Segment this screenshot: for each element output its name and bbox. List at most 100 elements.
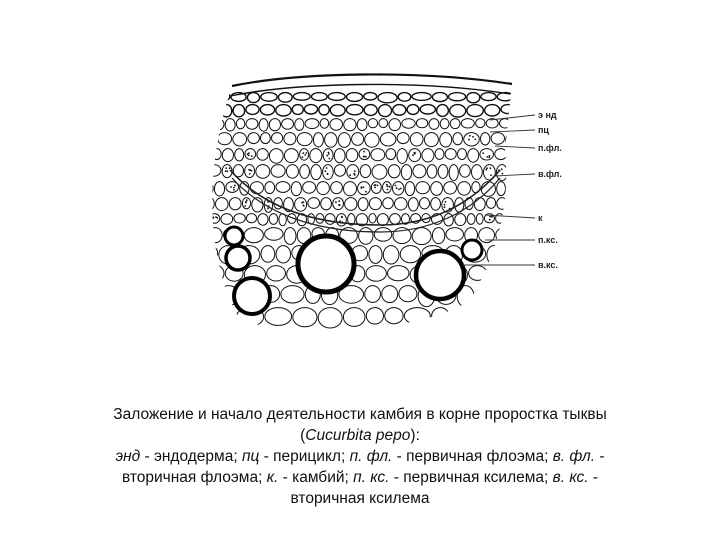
cell-granule bbox=[267, 207, 269, 210]
tissue-cell bbox=[411, 227, 432, 246]
cell-granule bbox=[327, 151, 330, 154]
abbr-primary-phloem: п. фл. bbox=[349, 448, 393, 465]
leader-lines bbox=[462, 114, 536, 266]
tissue-cell bbox=[338, 285, 365, 304]
tissue-cell bbox=[496, 181, 507, 197]
cell-granule bbox=[517, 218, 519, 220]
tissue-cell bbox=[365, 265, 387, 282]
tissue-cell bbox=[363, 91, 378, 101]
tissue-cell bbox=[356, 118, 368, 132]
tissue-cell bbox=[373, 227, 393, 242]
tissue-cell bbox=[392, 181, 405, 196]
cell-granule bbox=[341, 216, 343, 219]
tissue-cell bbox=[520, 149, 532, 160]
tissue-cell bbox=[275, 181, 291, 193]
cell-granule bbox=[472, 136, 474, 138]
tissue-cell bbox=[385, 148, 397, 161]
tissue-cell bbox=[439, 132, 453, 148]
tissue-cell bbox=[443, 181, 458, 195]
cell-granule bbox=[339, 220, 341, 223]
cell-granule bbox=[509, 185, 512, 187]
tissue-cell bbox=[233, 213, 246, 224]
tissue-cell bbox=[478, 227, 496, 244]
tissue-cell bbox=[310, 91, 328, 102]
caption-line-2: (Cucurbita pepo): bbox=[40, 425, 680, 446]
cell-granule bbox=[305, 152, 308, 154]
tissue-cell bbox=[225, 181, 239, 193]
tissue-cell bbox=[499, 118, 511, 129]
tissue-cell bbox=[330, 181, 343, 195]
tissue-cell bbox=[212, 181, 214, 196]
tissue-cell bbox=[245, 118, 259, 130]
cell-granule bbox=[216, 217, 219, 219]
tissue-cell bbox=[355, 213, 369, 227]
tissue-cell bbox=[260, 132, 271, 145]
tissue-cell bbox=[283, 197, 294, 213]
cell-granule bbox=[326, 172, 329, 175]
tissue-cell bbox=[221, 148, 234, 163]
def-secondary-phloem-dash: - bbox=[595, 448, 605, 465]
tissue-cell bbox=[264, 307, 293, 326]
tissue-cell bbox=[483, 103, 501, 117]
tissue-cell bbox=[235, 118, 246, 130]
tissue-cell bbox=[201, 214, 209, 224]
tissue-cell bbox=[486, 197, 497, 209]
section-outline bbox=[231, 73, 513, 88]
abbr-secondary-xylem: в. кс. bbox=[552, 469, 589, 486]
def-cambium: - камбий; bbox=[278, 469, 354, 486]
cell-granule bbox=[501, 172, 504, 175]
tissue-cell bbox=[377, 91, 398, 104]
tissue-cell bbox=[329, 103, 346, 117]
tissue-cell bbox=[428, 118, 440, 130]
tissue-cell bbox=[480, 91, 497, 102]
tissue-cell bbox=[309, 148, 323, 164]
tissue-cell bbox=[487, 265, 510, 282]
tissue-cell bbox=[316, 181, 330, 196]
tissue-cell bbox=[285, 164, 299, 179]
tissue-cell bbox=[266, 265, 287, 282]
cell-granule bbox=[360, 186, 363, 189]
tissue-cell bbox=[384, 307, 404, 325]
cell-granule bbox=[244, 205, 247, 207]
tissue-cell bbox=[406, 103, 420, 116]
tissue-cell bbox=[304, 118, 320, 130]
tissue-cell bbox=[215, 197, 229, 212]
tissue-cell bbox=[518, 133, 530, 147]
tissue-cell bbox=[343, 118, 357, 132]
tissue-cell bbox=[307, 213, 316, 225]
tissue-cell bbox=[480, 132, 491, 146]
tissue-cell bbox=[376, 213, 389, 227]
cell-granule bbox=[386, 188, 389, 191]
cell-granule bbox=[233, 188, 235, 191]
tissue-cell bbox=[367, 118, 379, 129]
tissue-cell bbox=[212, 285, 218, 307]
tissue-cell bbox=[480, 181, 496, 197]
cell-granule bbox=[490, 174, 492, 177]
cell-granule bbox=[374, 184, 377, 186]
tissue-cell bbox=[444, 148, 457, 160]
tissue-cell bbox=[509, 265, 512, 281]
tissue-cell bbox=[419, 197, 430, 210]
tissue-cell bbox=[520, 182, 532, 196]
cell-granule bbox=[386, 185, 389, 188]
tissue-cell bbox=[463, 132, 480, 147]
label-endodermis: э нд bbox=[538, 110, 557, 120]
tissue-cell bbox=[505, 132, 512, 148]
cell-granule bbox=[224, 170, 227, 173]
tissue-cell bbox=[408, 148, 422, 163]
tissue-cell bbox=[234, 148, 245, 162]
tissue-cell bbox=[474, 285, 497, 307]
cell-granule bbox=[335, 201, 337, 204]
tissue-cell bbox=[245, 103, 260, 116]
cell-granule bbox=[230, 186, 232, 188]
tissue-cell bbox=[506, 181, 512, 197]
tissue-cell bbox=[213, 181, 226, 197]
tissue-cell bbox=[256, 148, 269, 161]
tissue-cell bbox=[421, 148, 435, 163]
cell-granule bbox=[395, 187, 398, 190]
abbr-endodermis: энд bbox=[115, 448, 141, 465]
secondary-xylem-vessels bbox=[223, 225, 484, 316]
tissue-cell bbox=[404, 181, 416, 197]
def-secondary-xylem-dash: - bbox=[588, 469, 599, 486]
tissue-cell bbox=[467, 148, 480, 163]
